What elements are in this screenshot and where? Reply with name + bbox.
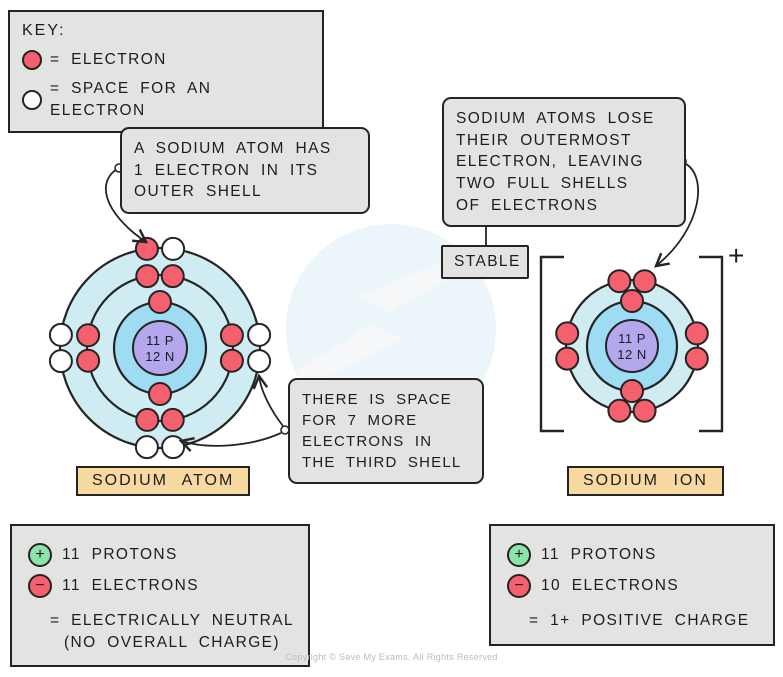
atom-note-callout: A SODIUM ATOM HAS 1 ELECTRON IN ITS OUTE… [120, 127, 370, 215]
key-title: KEY: [22, 22, 66, 39]
electron-space [247, 322, 272, 347]
atom-note-arrow [104, 167, 149, 244]
space-note-arrow-upper [252, 373, 284, 427]
atom-protons-label: 11 PROTONS [62, 546, 178, 564]
ion-note-arrow [654, 162, 699, 268]
ion-protons-label: 11 PROTONS [541, 546, 657, 564]
electron [76, 348, 101, 373]
proton-plus-icon: + [507, 543, 531, 567]
electron [632, 269, 657, 294]
electron [135, 264, 160, 289]
electron-space [134, 435, 159, 460]
ion-bracket-right [699, 255, 724, 433]
sodium-atom-label: SODIUM ATOM [76, 466, 251, 496]
ion-charge-result: = 1+ POSITIVE CHARGE [529, 612, 750, 629]
electron [607, 269, 632, 294]
electron-space-icon [22, 89, 42, 110]
key-row-electron: = ELECTRON [22, 49, 310, 71]
electron [76, 323, 101, 348]
nucleus [605, 319, 659, 373]
atom-electrons-label: 11 ELECTRONS [62, 577, 199, 595]
electron [160, 264, 185, 289]
sodium-ion-label: SODIUM ION [567, 466, 724, 496]
atom-summary-box: + 11 PROTONS − 11 ELECTRONS = ELECTRICAL… [10, 524, 310, 668]
electron-space [48, 349, 73, 374]
stable-label: STABLE [441, 245, 529, 279]
ion-summary-box: + 11 PROTONS − 10 ELECTRONS = 1+ POSITIV… [489, 524, 775, 646]
ion-positive-charge: + [728, 240, 745, 271]
ion-electrons-label: 10 ELECTRONS [541, 577, 680, 595]
atom-electrons-row: − 11 ELECTRONS [28, 574, 296, 598]
key-row-space: = SPACE FOR AN ELECTRON [22, 78, 310, 121]
space-note-callout: THERE IS SPACE FOR 7 MORE ELECTRONS IN T… [288, 378, 484, 484]
electron [148, 290, 172, 314]
electron [607, 398, 632, 423]
electron [620, 379, 644, 403]
proton-plus-icon: + [28, 543, 52, 567]
key-space-label: = SPACE FOR AN ELECTRON [50, 80, 212, 119]
nucleus-neutrons-label: 12 N [145, 349, 174, 364]
electron-space [161, 435, 186, 460]
electron [555, 346, 580, 371]
ion-note-callout: SODIUM ATOMS LOSE THEIR OUTERMOST ELECTR… [442, 97, 686, 228]
atom-protons-row: + 11 PROTONS [28, 543, 296, 567]
atom-charge-result: = ELECTRICALLY NEUTRAL (NO OVERALL CHARG… [50, 612, 294, 651]
electron-space [48, 322, 73, 347]
electron [134, 236, 159, 261]
key-electron-label: = ELECTRON [50, 51, 167, 69]
electron [219, 323, 244, 348]
electron [135, 407, 160, 432]
nucleus-neutrons-label: 12 N [617, 347, 646, 362]
electron [684, 321, 709, 346]
electron-space [161, 236, 186, 261]
nucleus-protons-label: 11 P [146, 333, 174, 348]
electron [555, 321, 580, 346]
electron-minus-icon: − [28, 574, 52, 598]
electron [148, 382, 172, 406]
ion-bracket-left [539, 255, 564, 433]
copyright-text: Copyright © Save My Exams. All Rights Re… [285, 652, 498, 662]
electron [684, 346, 709, 371]
sodium-atom-diagram: 11 P12 N [48, 236, 272, 460]
electron-space [247, 349, 272, 374]
electron [160, 407, 185, 432]
nucleus [132, 320, 188, 376]
sodium-ion-diagram: 11 P12 N [555, 269, 709, 423]
ion-electrons-row: − 10 ELECTRONS [507, 574, 761, 598]
key-box: KEY: = ELECTRON = SPACE FOR AN ELECTRON [8, 10, 324, 134]
electron [632, 398, 657, 423]
electron-icon [22, 50, 42, 71]
electron [620, 289, 644, 313]
nucleus-protons-label: 11 P [618, 331, 646, 346]
shell-ring [85, 273, 235, 423]
space-note-arrow-lower [178, 432, 282, 452]
electron-minus-icon: − [507, 574, 531, 598]
ion-protons-row: + 11 PROTONS [507, 543, 761, 567]
electron [219, 348, 244, 373]
